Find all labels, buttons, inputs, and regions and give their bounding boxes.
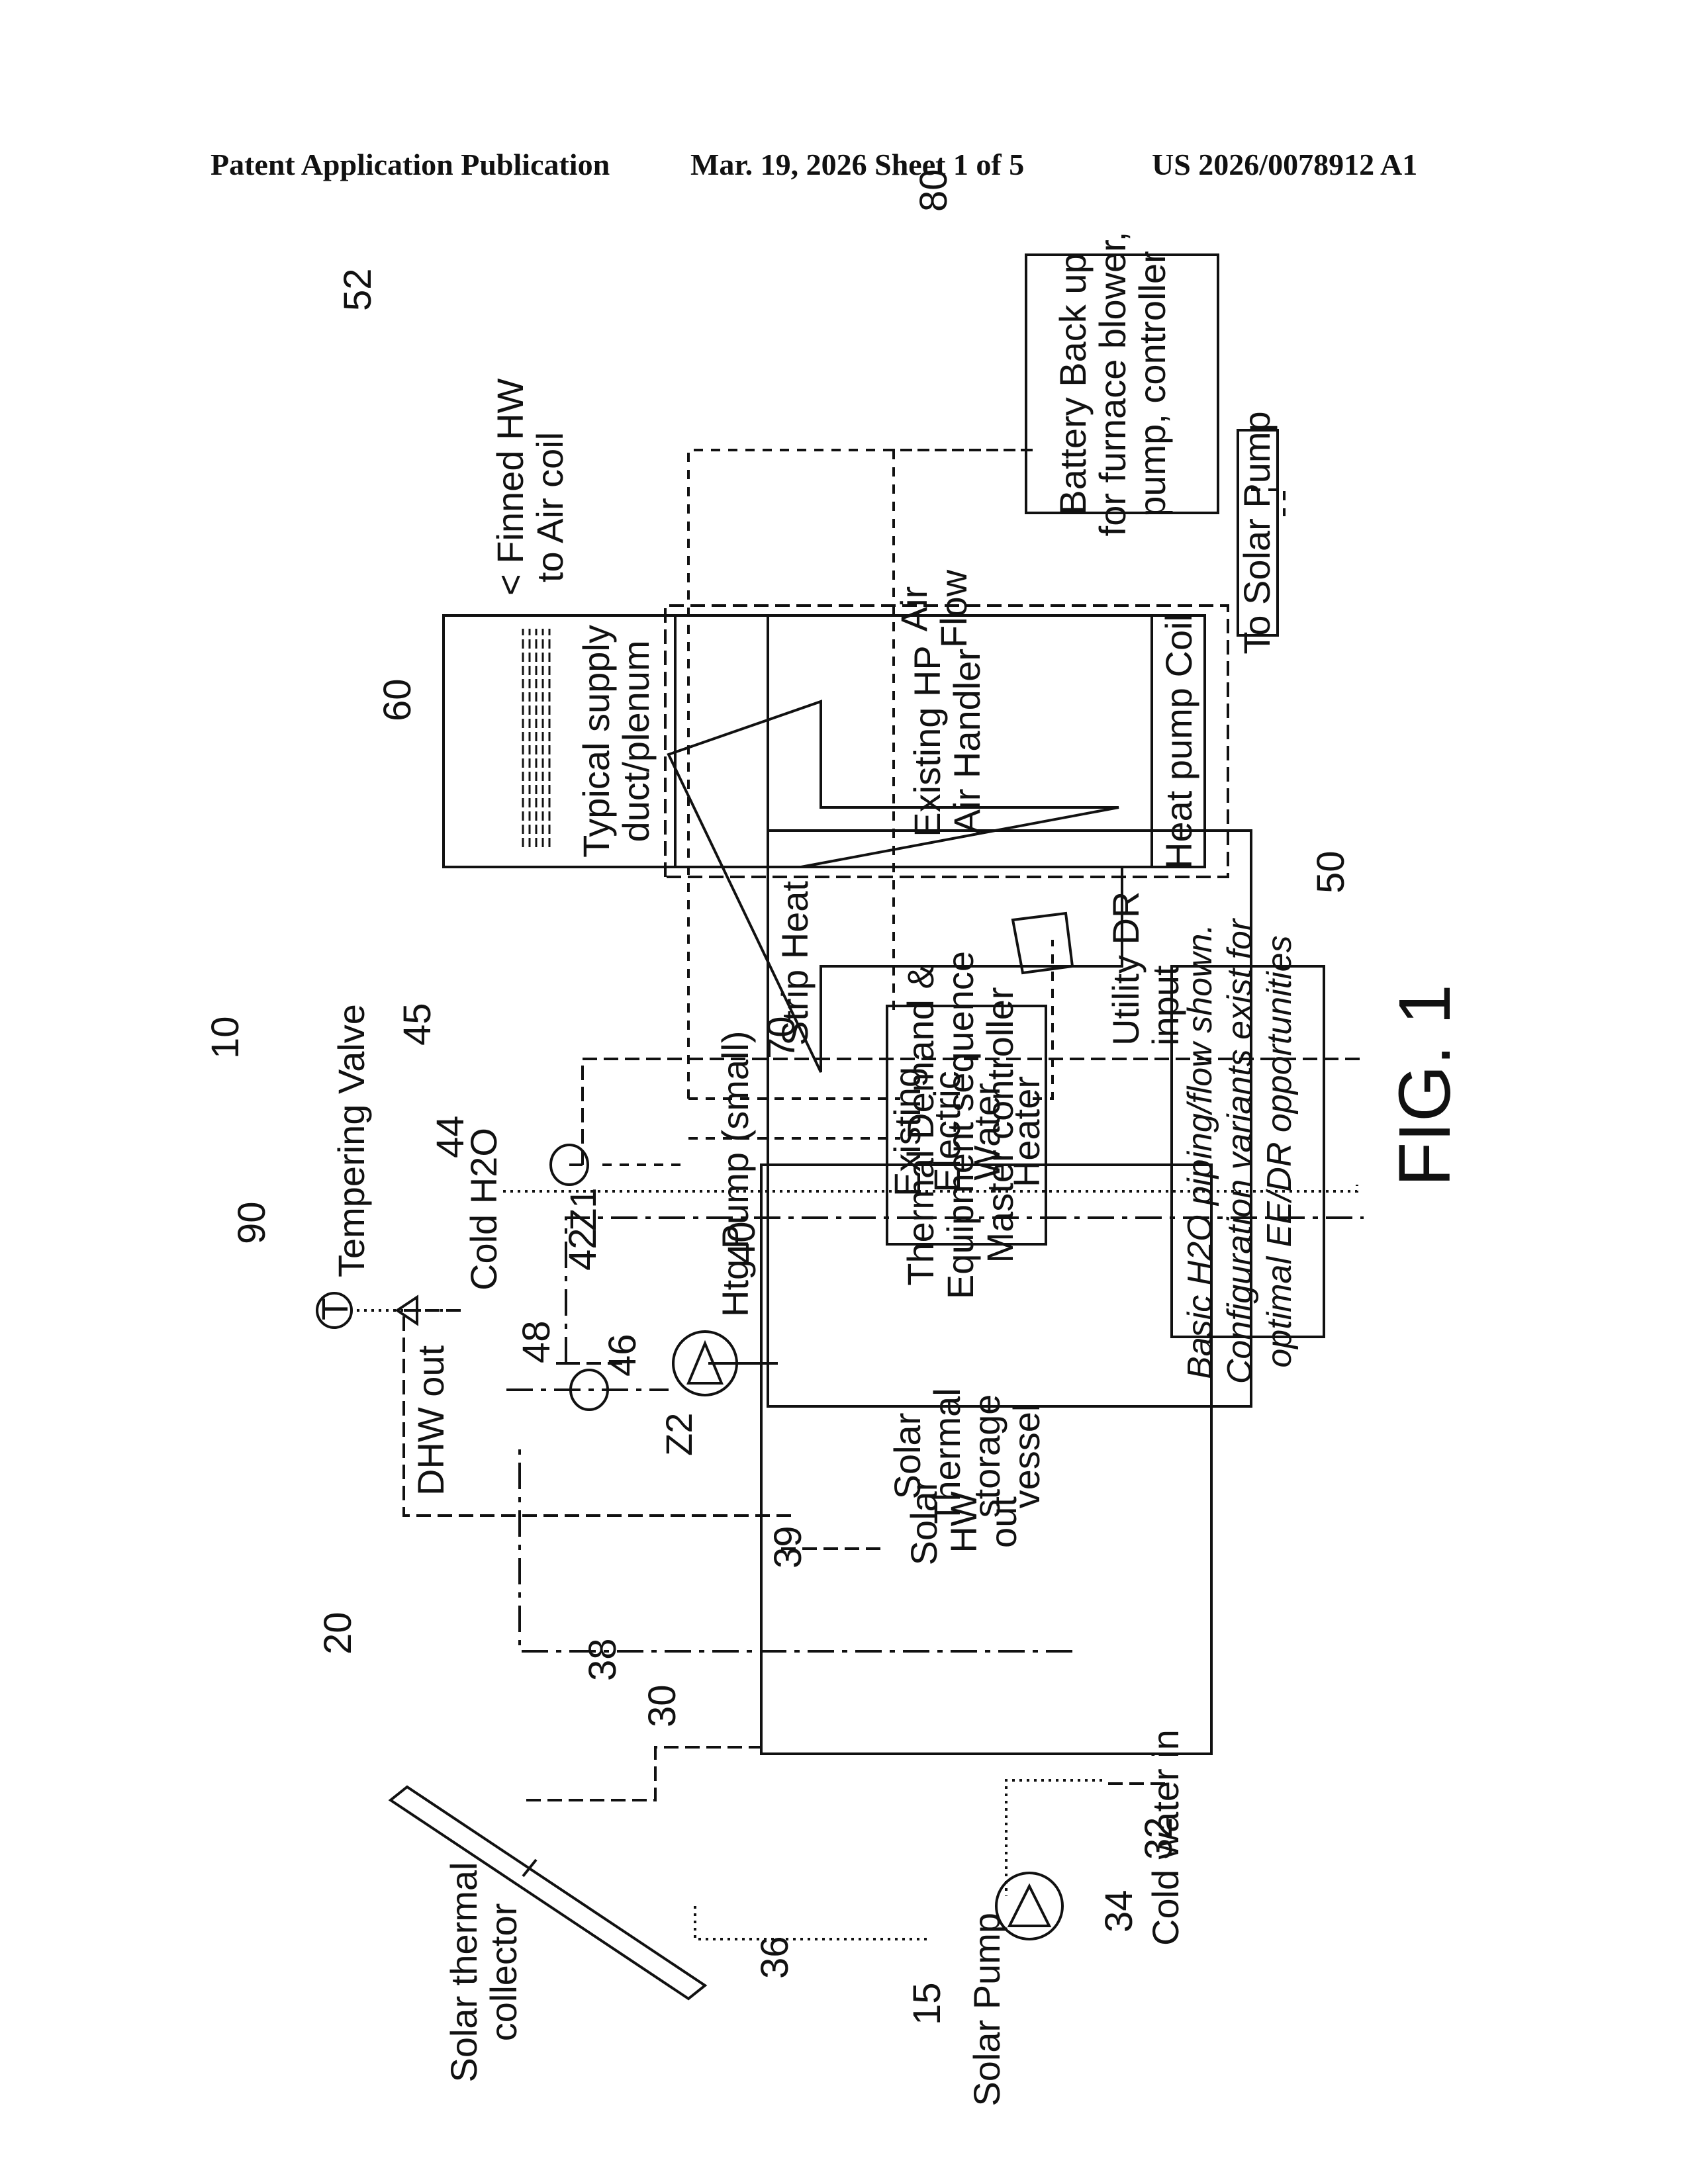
ref-34: 34 (1098, 1889, 1141, 1933)
label-note-3: optimal EE/DR opportunities (1260, 935, 1299, 1367)
label-to-solar-pump: To Solar Pump (1236, 411, 1278, 654)
label-supply-duct-1: Typical supply (575, 625, 617, 858)
pipe-dhw-out (404, 1310, 791, 1516)
ref-38: 38 (581, 1638, 624, 1681)
label-battery-1: Battery Back up (1052, 253, 1094, 514)
signal-utility-dr (1033, 940, 1053, 1099)
label-supply-duct-2: duct/plenum (615, 640, 657, 842)
ref-45: 45 (396, 1003, 439, 1046)
label-air-flow-2: Flow (933, 569, 974, 648)
label-vessel-4: vessel (1006, 1404, 1047, 1509)
ref-44: 44 (429, 1115, 472, 1158)
ref-80: 80 (912, 169, 955, 212)
air-flow-arrow (669, 702, 1122, 1072)
label-tempering-valve: Tempering Valve (330, 1004, 372, 1277)
ref-90: 90 (230, 1201, 273, 1244)
ref-42: 42 (561, 1228, 604, 1271)
ref-36: 36 (753, 1936, 796, 1979)
pipe-collector-to-vessel (526, 1747, 761, 1800)
solar-thermal-collector (391, 1787, 705, 1999)
label-controller-2: Equipment sequence (939, 951, 981, 1299)
ref-70: 70 (760, 1016, 803, 1059)
label-dhw-out: DHW out (410, 1345, 451, 1496)
label-note-1: Basic H2O piping/flow shown. (1181, 924, 1219, 1379)
label-air-handler-2: Air Handler (946, 649, 988, 834)
ref-46: 46 (601, 1334, 644, 1377)
label-air-flow-1: Air (893, 586, 935, 631)
ref-15: 15 (906, 1982, 949, 2025)
label-solar-pump: Solar Pump (966, 1913, 1008, 2107)
label-battery-2: for furnace blower, (1092, 232, 1133, 537)
label-heat-pump-coil: Heat pump Coil (1158, 614, 1199, 869)
label-finned-coil-1: < Finned HW (489, 379, 531, 596)
label-solar-collector-1: Solar thermal (443, 1862, 485, 2082)
label-z2: Z2 (658, 1413, 700, 1456)
pipe-vessel-to-pump (1006, 1780, 1102, 1896)
label-controller-1: Thermal Demand & (900, 964, 941, 1286)
label-note-2: Configuration variants exist for (1221, 917, 1259, 1384)
label-solar-hw-out-1: Solar (903, 1479, 945, 1566)
ref-48: 48 (515, 1320, 558, 1363)
label-finned-coil-2: to Air coil (529, 432, 571, 582)
utility-dr-symbol (1013, 913, 1072, 973)
ref-40: 40 (720, 1221, 763, 1264)
label-controller-3: Master controller (979, 987, 1021, 1263)
label-solar-collector-2: collector (483, 1903, 524, 2042)
label-solar-hw-out-3: out (982, 1496, 1024, 1548)
finned-coil-lines (523, 629, 549, 847)
label-solar-hw-out-2: HW (943, 1491, 984, 1553)
label-htg-pump: Htg Pump (small) (714, 1030, 756, 1317)
label-air-handler-1: Existing HP (906, 645, 948, 837)
ref-52: 52 (336, 268, 379, 311)
ref-39: 39 (767, 1525, 810, 1569)
ref-60: 60 (376, 678, 419, 721)
label-utility-dr-1: Utility DR (1105, 891, 1147, 1046)
pipe-pump-to-collector (695, 1906, 927, 1939)
label-z1: Z1 (562, 1188, 604, 1231)
figure-label: FIG. 1 (1384, 984, 1466, 1187)
label-utility-dr-2: input (1145, 965, 1186, 1046)
ref-50: 50 (1309, 850, 1352, 893)
label-battery-3: pump, controller (1131, 251, 1173, 517)
ref-20: 20 (316, 1612, 359, 1655)
label-tempering-symbol: T (314, 1298, 355, 1320)
ref-10: 10 (204, 1016, 247, 1059)
ref-32: 32 (1137, 1817, 1180, 1860)
ref-30: 30 (641, 1684, 684, 1727)
